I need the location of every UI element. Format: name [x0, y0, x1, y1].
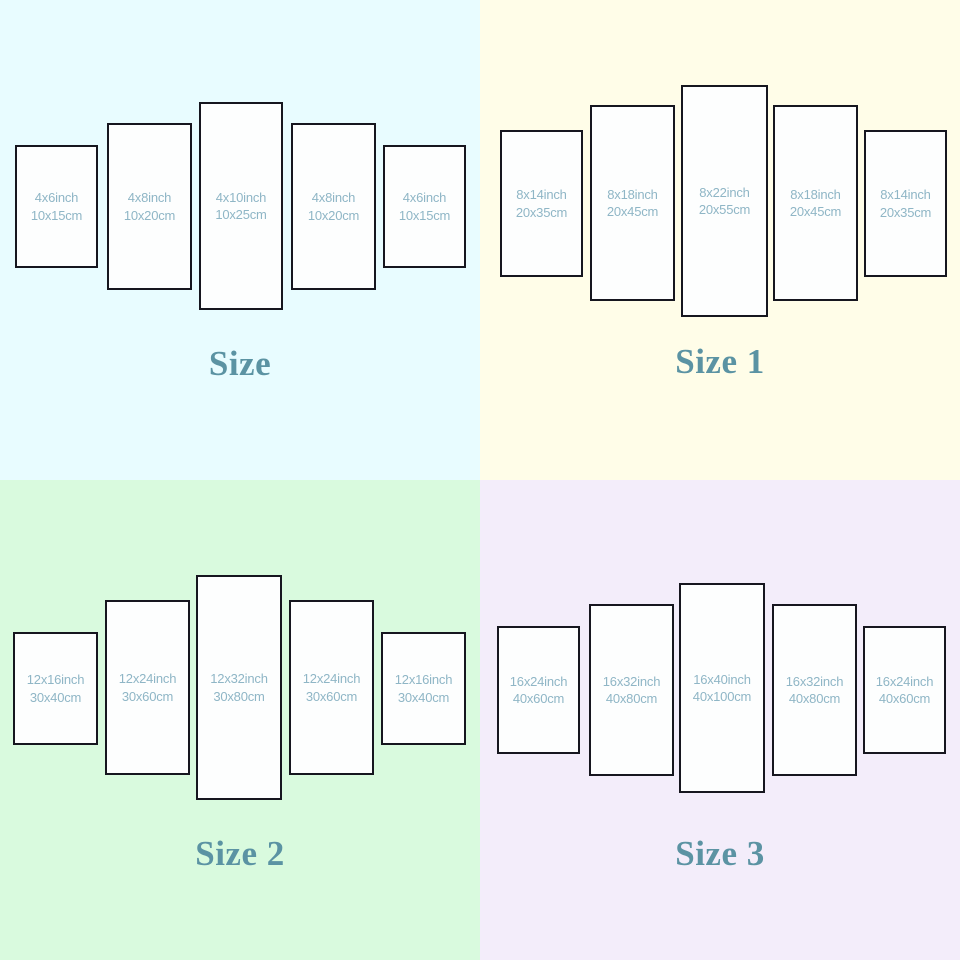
- size-title-size: Size: [208, 344, 272, 383]
- panel-size-inch: 8x22inch: [699, 184, 750, 200]
- panel-size-inch: 12x24inch: [302, 671, 361, 687]
- frame-panel: 16x32inch 40x80cm: [589, 604, 674, 776]
- frame-panel: 8x18inch 20x45cm: [590, 105, 675, 301]
- panel-size-inch: 8x14inch: [516, 187, 567, 203]
- panel-size-inch: 8x14inch: [880, 187, 931, 203]
- panel-size-inch: 4x8inch: [311, 190, 356, 206]
- panel-size-cm: 20x35cm: [879, 204, 932, 220]
- frame-panel: 4x10inch 10x25cm: [199, 102, 283, 310]
- frame-panel: 16x32inch 40x80cm: [772, 604, 857, 776]
- frame-panel: 8x22inch 20x55cm: [681, 85, 768, 317]
- panel-size-cm: 20x45cm: [606, 204, 659, 219]
- panel-size-inch: 16x40inch: [693, 671, 751, 687]
- panel-size-cm: 10x20cm: [123, 207, 176, 223]
- panel-size-cm: 30x60cm: [121, 688, 174, 704]
- panel-size-inch: 16x24inch: [875, 673, 934, 689]
- panel-size-cm: 40x100cm: [692, 689, 752, 704]
- quadrant-size-3: 16x24inch 40x60cm 16x32inch 40x80cm 16x40inc…: [480, 480, 960, 960]
- panel-size-label: 8x18inch 20x45cm: [789, 186, 842, 220]
- panel-size-label: 16x24inch 40x60cm: [509, 673, 568, 707]
- frame-panel: 16x24inch 40x60cm: [497, 626, 580, 754]
- panel-size-inch: 12x32inch: [210, 671, 268, 687]
- panel-size-inch: 16x24inch: [509, 673, 568, 689]
- panel-size-label: 8x22inch 20x55cm: [698, 184, 751, 218]
- panel-size-cm: 10x15cm: [30, 207, 83, 223]
- frame-panel: 8x18inch 20x45cm: [773, 105, 858, 301]
- panel-size-cm: 40x80cm: [788, 691, 841, 706]
- panel-size-cm: 20x35cm: [515, 204, 568, 220]
- panel-size-label: 4x10inch 10x25cm: [215, 189, 267, 223]
- size-title-size-2: Size 2: [195, 834, 285, 873]
- frame-panel: 16x24inch 40x60cm: [863, 626, 946, 754]
- panel-size-cm: 10x15cm: [398, 207, 451, 223]
- panel-size-label: 8x18inch 20x45cm: [606, 186, 659, 220]
- panel-size-label: 16x32inch 40x80cm: [602, 673, 661, 707]
- panel-size-inch: 12x16inch: [394, 672, 453, 688]
- panel-size-inch: 4x8inch: [127, 190, 172, 206]
- panel-size-inch: 8x18inch: [607, 186, 658, 202]
- panel-size-cm: 20x55cm: [698, 202, 751, 217]
- panel-size-cm: 30x40cm: [397, 689, 450, 705]
- panel-size-cm: 10x20cm: [307, 207, 360, 223]
- panel-size-cm: 30x80cm: [213, 688, 265, 704]
- panel-size-cm: 40x60cm: [878, 691, 931, 706]
- panel-size-cm: 30x40cm: [29, 689, 82, 705]
- panel-size-label: 16x40inch 40x100cm: [692, 671, 752, 705]
- panel-size-inch: 12x24inch: [118, 671, 177, 687]
- frame-panel: 16x40inch 40x100cm: [679, 583, 765, 793]
- panel-size-cm: 10x25cm: [215, 207, 267, 222]
- panel-size-inch: 12x16inch: [26, 672, 85, 688]
- panel-size-cm: 40x80cm: [605, 691, 658, 706]
- panel-size-inch: 16x32inch: [785, 673, 844, 689]
- panel-size-inch: 8x18inch: [790, 186, 841, 202]
- panel-size-cm: 30x60cm: [305, 688, 358, 704]
- panel-size-label: 16x32inch 40x80cm: [785, 673, 844, 707]
- panel-group-size-3: 16x24inch 40x60cm 16x32inch 40x80cm 16x40inc…: [480, 480, 960, 960]
- panel-size-cm: 20x45cm: [789, 204, 842, 219]
- size-title-size-1: Size 1: [675, 342, 765, 381]
- size-title-size-3: Size 3: [675, 834, 765, 873]
- panel-size-inch: 4x6inch: [34, 190, 79, 206]
- panel-size-inch: 4x10inch: [215, 189, 267, 205]
- panel-size-cm: 40x60cm: [512, 691, 565, 706]
- panel-size-label: 16x24inch 40x60cm: [875, 673, 934, 707]
- panel-size-inch: 16x32inch: [602, 673, 661, 689]
- panel-size-inch: 4x6inch: [402, 190, 447, 206]
